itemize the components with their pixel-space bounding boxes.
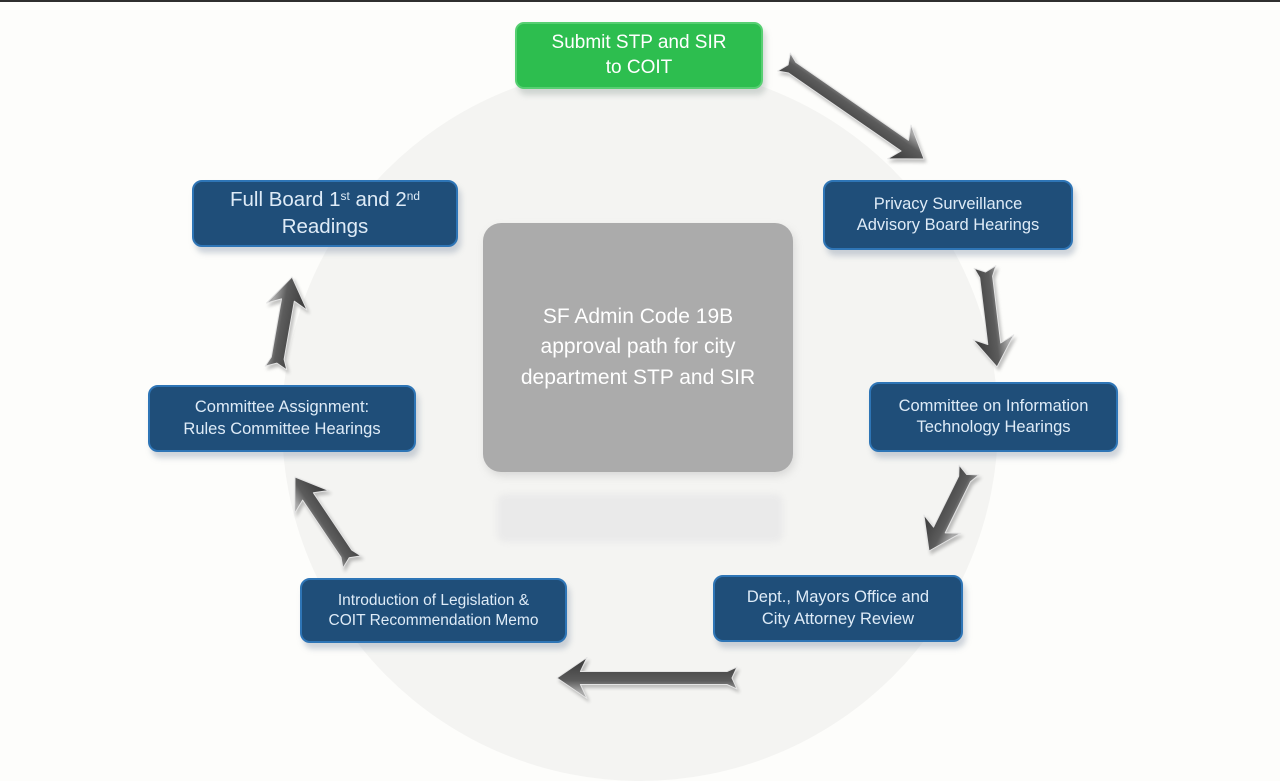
- step-label: Submit STP and SIR to COIT: [551, 31, 727, 78]
- step-label: Introduction of Legislation & COIT Recom…: [328, 591, 539, 629]
- flow-arrow-start-to-privacy: [777, 52, 925, 160]
- arrows-layer: [264, 52, 1015, 699]
- top-edge-line: [0, 0, 1280, 2]
- center-box-reflection: [497, 494, 783, 542]
- flow-arrow-coit-to-dept: [923, 464, 980, 552]
- step-introduction-legislation-memo: Introduction of Legislation & COIT Recom…: [300, 578, 567, 643]
- slide-canvas: { "page": { "background": "#FDFDFB", "to…: [0, 0, 1280, 699]
- step-label: Dept., Mayors Office and City Attorney R…: [746, 588, 930, 628]
- flow-arrow-privacy-to-coit: [972, 265, 1015, 368]
- step-dept-mayor-attorney-review: Dept., Mayors Office and City Attorney R…: [713, 575, 963, 642]
- step-rules-committee-hearings: Committee Assignment: Rules Committee He…: [148, 385, 416, 452]
- step-label: Privacy Surveillance Advisory Board Hear…: [856, 194, 1040, 234]
- center-title-label: SF Admin Code 19B approval path for city…: [520, 304, 756, 389]
- step-submit-stp-sir: Submit STP and SIR to COIT: [515, 22, 763, 89]
- flow-arrow-rules-to-full_board: [264, 276, 308, 371]
- flow-arrow-intro-to-rules: [294, 476, 362, 569]
- step-label-part: Readings: [281, 214, 369, 238]
- step-label: Committee on Information Technology Hear…: [898, 396, 1089, 436]
- step-privacy-surveillance-hearings: Privacy Surveillance Advisory Board Hear…: [823, 180, 1073, 250]
- step-label-part: Full Board 1: [230, 188, 341, 212]
- step-label: Committee Assignment: Rules Committee He…: [183, 398, 381, 438]
- center-title-box: SF Admin Code 19B approval path for city…: [483, 223, 793, 472]
- flow-arrow-dept-to-intro: [556, 657, 738, 699]
- ordinal-superscript: st: [340, 189, 350, 204]
- step-coit-hearings: Committee on Information Technology Hear…: [869, 382, 1118, 452]
- ordinal-superscript: nd: [406, 189, 420, 204]
- step-label-part: and 2: [349, 188, 407, 212]
